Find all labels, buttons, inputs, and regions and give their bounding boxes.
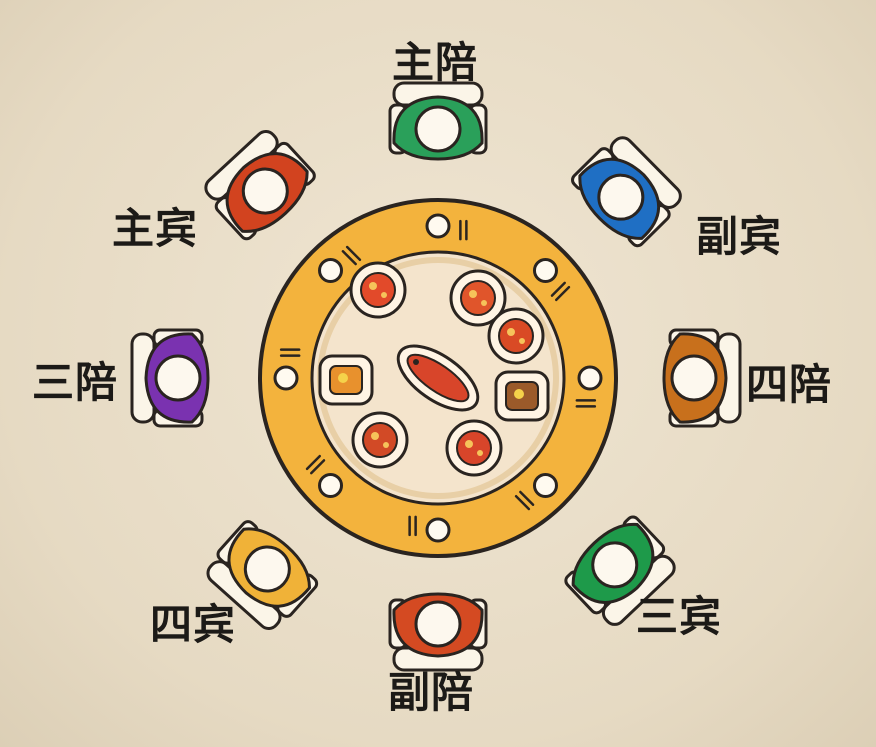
seat-zhu-bin bbox=[199, 125, 321, 246]
seat-fu-pei bbox=[390, 594, 486, 670]
label-fu-bin: 副宾 bbox=[696, 216, 782, 258]
label-zhu-bin: 主宾 bbox=[112, 208, 198, 250]
crab-dish bbox=[351, 263, 405, 317]
label-fu-pei: 副陪 bbox=[388, 672, 474, 714]
label-zhu-pei: 主陪 bbox=[392, 42, 478, 84]
label-si-bin: 四宾 bbox=[150, 604, 236, 646]
label-san-bin: 三宾 bbox=[636, 596, 722, 638]
label-san-pei: 三陪 bbox=[32, 362, 118, 404]
seat-fu-bin bbox=[566, 131, 688, 253]
seat-zhu-pei bbox=[390, 83, 486, 159]
label-si-pei: 四陪 bbox=[746, 364, 832, 406]
seat-san-pei bbox=[132, 330, 208, 426]
round-table bbox=[260, 200, 616, 556]
rib-dish bbox=[353, 413, 407, 467]
shrimp-dish bbox=[489, 309, 543, 363]
shrimp-dish-2 bbox=[496, 372, 548, 420]
tofu-dish bbox=[447, 421, 501, 475]
cake-dish bbox=[320, 356, 372, 404]
seat-si-pei bbox=[664, 330, 740, 426]
